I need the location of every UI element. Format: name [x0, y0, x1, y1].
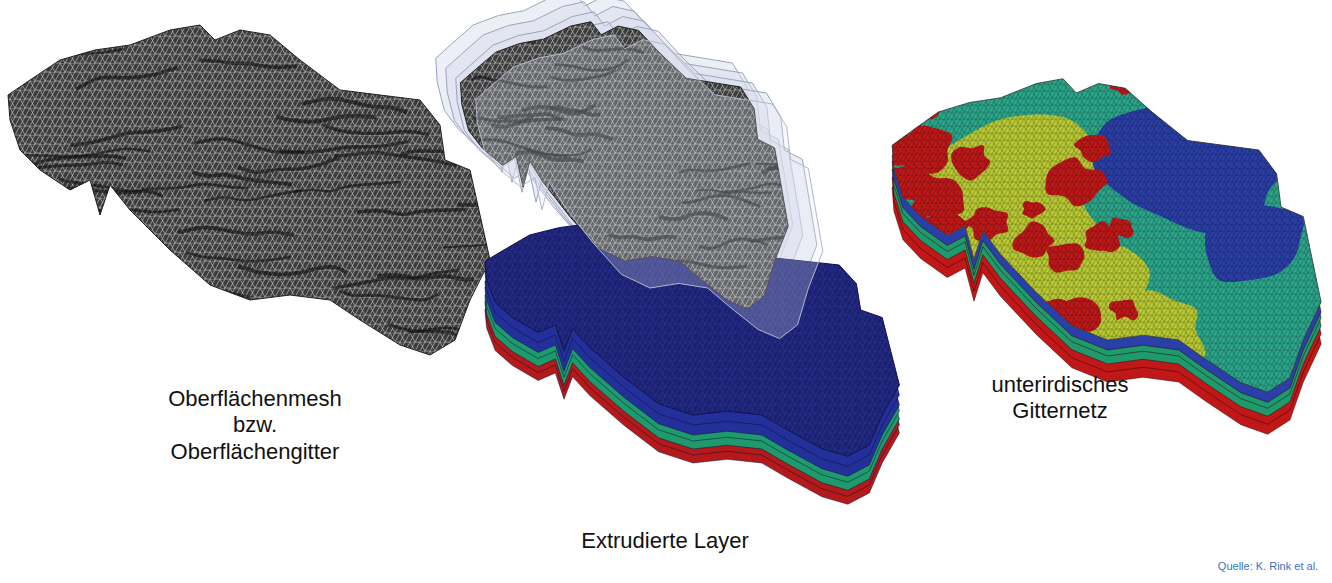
terrain-ridge [178, 227, 294, 235]
terrain-ridge [20, 46, 123, 54]
terrain-ridge [28, 156, 126, 166]
terrain-ridge [192, 172, 292, 184]
grid-lines [885, 0, 1332, 500]
surface-mesh-face [8, 25, 490, 355]
label-slot: Extrudierte Layer [535, 528, 795, 554]
terrain-ridge [333, 270, 459, 288]
terrain-ridge [68, 209, 179, 212]
grid-outline [892, 79, 1321, 393]
terrain-ridge [340, 291, 438, 300]
terrain-ridge [736, 64, 803, 73]
terrain-ridge [335, 153, 457, 166]
terrain-ridge [520, 292, 598, 299]
figure-label: unterirdisches Gitternetz [970, 372, 1150, 425]
terrain-ridge [276, 116, 376, 122]
terrain-ridge [294, 182, 401, 192]
figure-label: Oberflächenmesh bzw. Oberflächengitter [153, 386, 358, 465]
terrain-ridge [302, 99, 407, 113]
terrain-ridge [194, 139, 304, 153]
label-slot: Oberflächenmesh bzw. Oberflächengitter [153, 386, 358, 465]
terrain-ridge [323, 125, 429, 135]
material-zone [972, 268, 1014, 299]
figure-label: Extrudierte Layer [535, 528, 795, 554]
terrain-ridge [186, 252, 291, 261]
terrain-ridge [28, 188, 142, 193]
subsurface-grid [870, 0, 1332, 500]
terrain-ridge [481, 215, 560, 220]
terrain-ridge [204, 190, 302, 201]
terrain-ridge [76, 68, 177, 90]
extruded-layers [436, 0, 900, 504]
material-zone [1032, 316, 1061, 344]
terrain-ridge [58, 329, 150, 334]
terrain-ridge [388, 324, 496, 339]
terrain-ridge [340, 77, 446, 87]
terrain-ridge [200, 60, 296, 67]
material-zone [974, 288, 1028, 323]
terrain-ridge [59, 180, 163, 197]
material-zone [870, 84, 919, 117]
terrain-ridge [70, 126, 182, 145]
terrain-ridge [469, 37, 536, 44]
label-slot: Quelle: K. Rink et al. [1208, 560, 1328, 573]
label-slot: unterirdisches Gitternetz [970, 372, 1150, 425]
terrain-ridge [142, 184, 248, 189]
source-note: Quelle: K. Rink et al. [1208, 560, 1328, 573]
terrain-ridge [238, 266, 346, 274]
layer-slab [476, 35, 823, 339]
terrain-ridge [357, 209, 465, 214]
terrain-ridge [238, 158, 338, 172]
terrain-ridge [153, 288, 251, 298]
